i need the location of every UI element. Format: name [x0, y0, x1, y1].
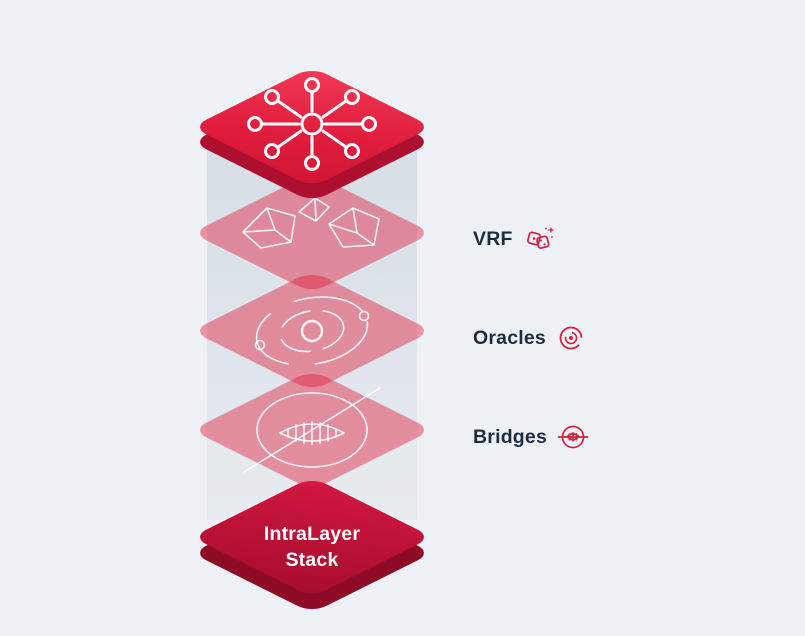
- vrf-gems-icon: [242, 197, 380, 249]
- vrf-dice-icon: [526, 227, 554, 249]
- label-bridges-text: Bridges: [473, 425, 548, 448]
- network-hub-icon: [247, 77, 377, 171]
- stack-column: [207, 142, 417, 520]
- label-oracles: Oracles: [473, 323, 586, 353]
- base-title-line2: Stack: [285, 549, 339, 571]
- label-bridges: Bridges: [473, 422, 589, 452]
- label-vrf-text: VRF: [473, 227, 513, 250]
- base-title-line1: IntraLayer: [263, 523, 361, 545]
- oracles-orbit-icon: [254, 296, 370, 366]
- oracles-orbit-small-icon: [559, 326, 583, 350]
- bridges-ring-small-icon: [557, 425, 589, 449]
- label-oracles-text: Oracles: [473, 326, 546, 349]
- base-layer-title: IntraLayer Stack: [192, 521, 432, 573]
- label-vrf: VRF: [473, 224, 555, 254]
- bridges-ring-icon: [243, 387, 381, 473]
